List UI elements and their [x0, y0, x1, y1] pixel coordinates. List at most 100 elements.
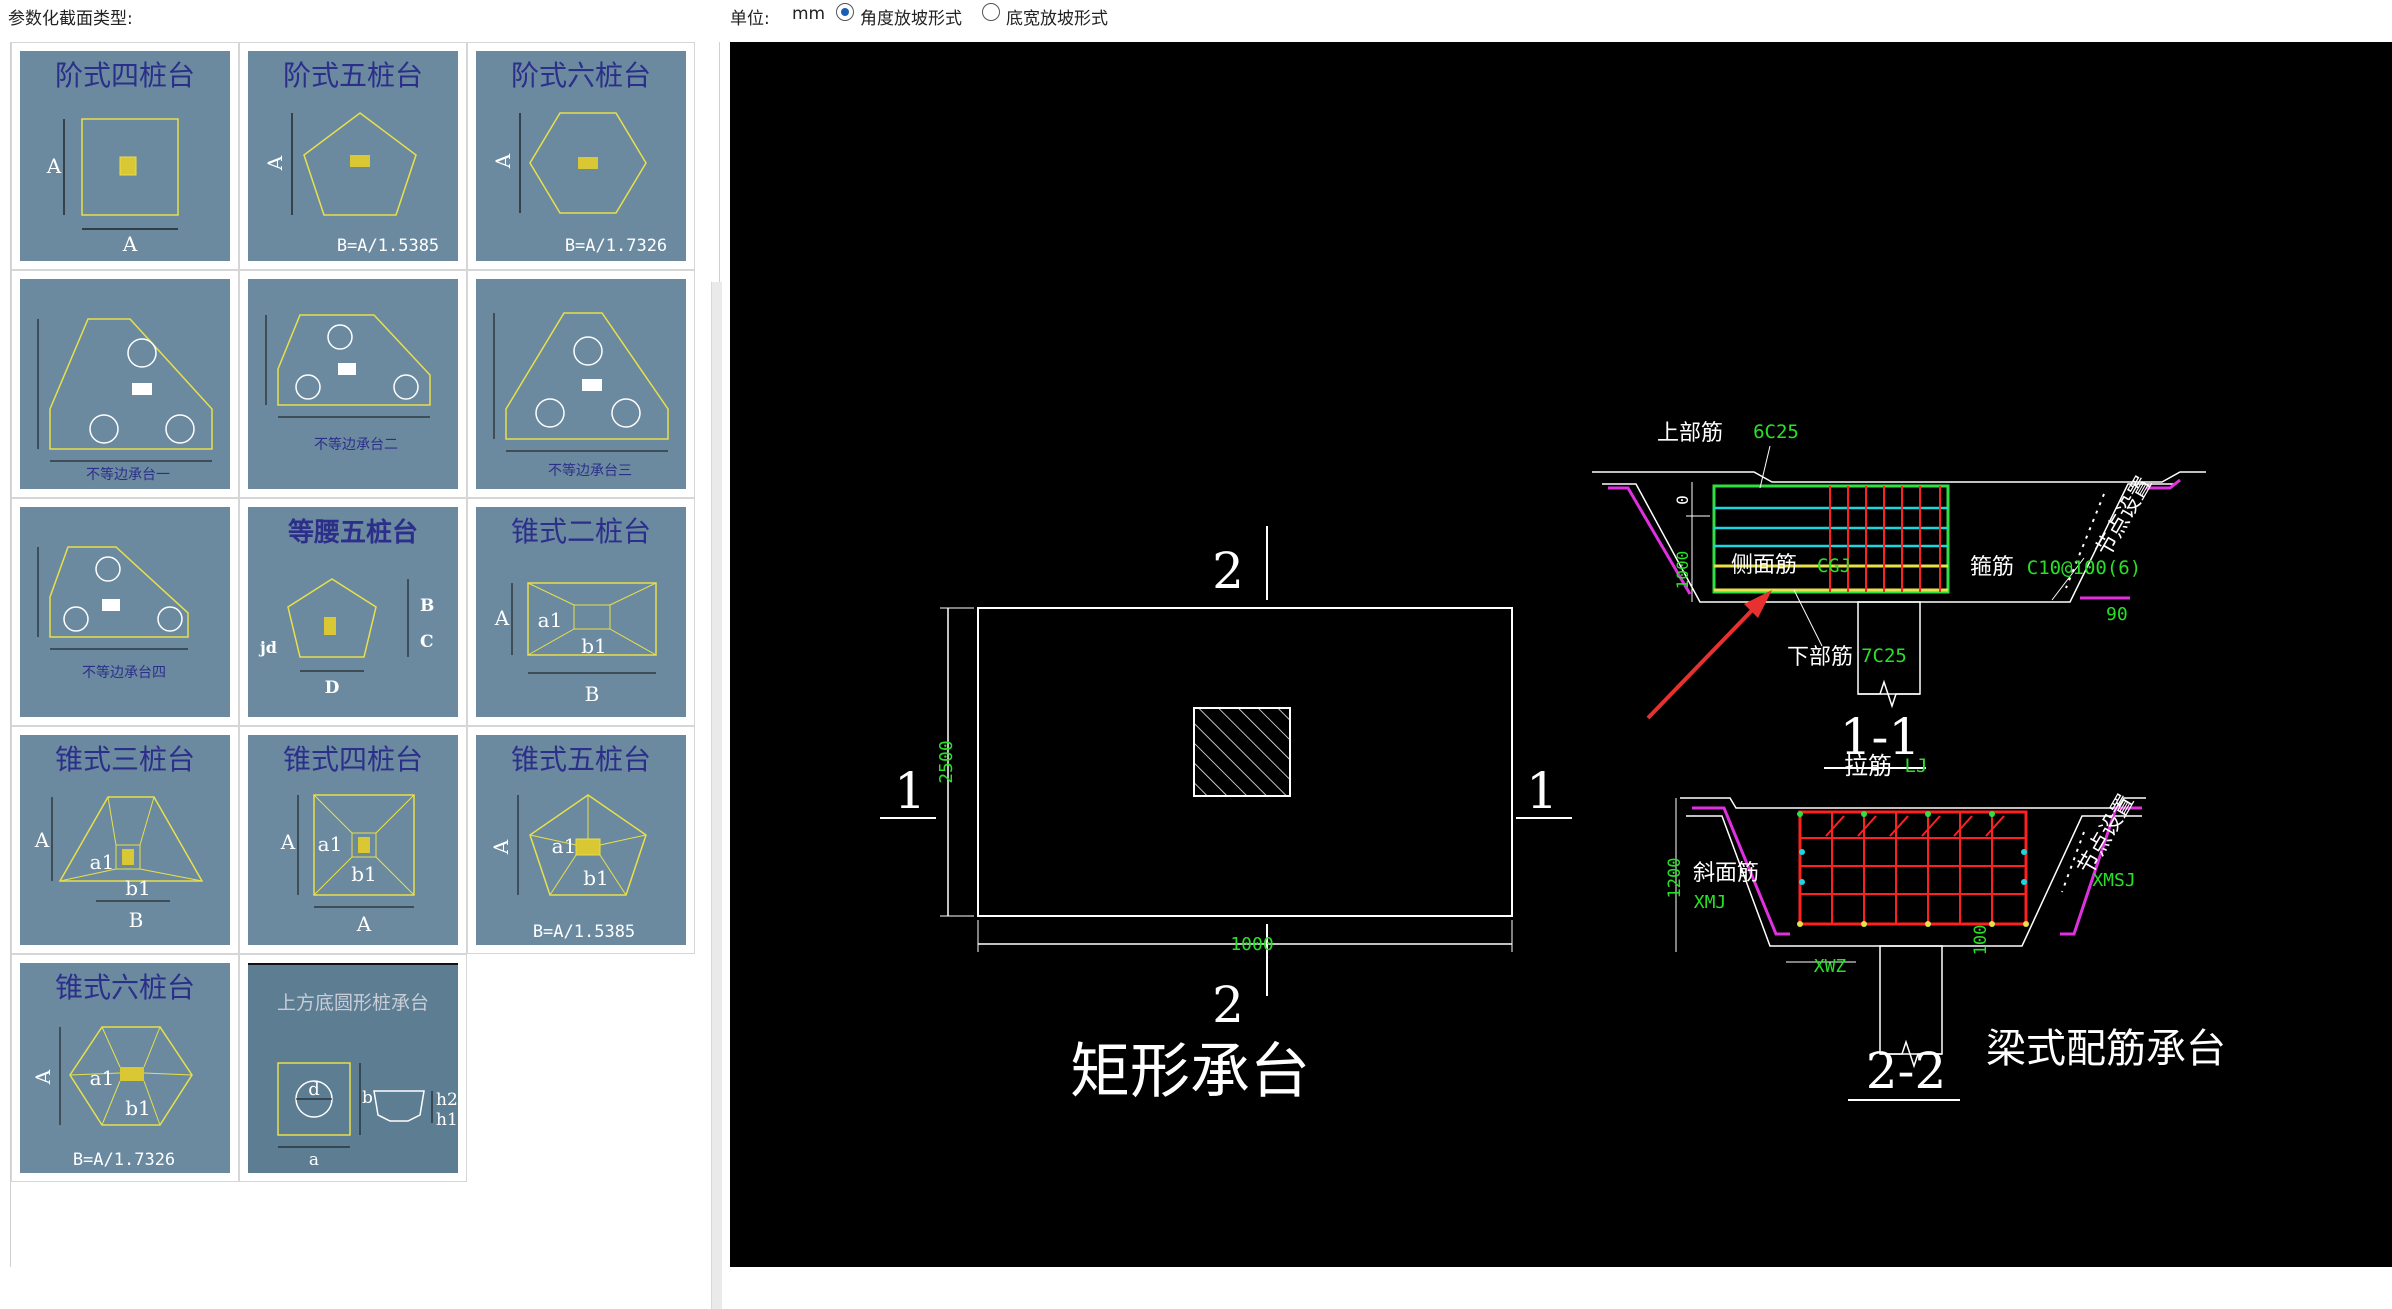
- sec11-side-rebar-label: 侧面筋: [1731, 553, 1797, 578]
- plan-column: [1193, 707, 1291, 797]
- radio-width-slope[interactable]: [982, 3, 1000, 21]
- cone3-a1-label: a1: [90, 850, 115, 874]
- sec22-tie-label: 拉筋: [1844, 752, 1892, 780]
- sec11-top-rebar-value: 6C25: [1753, 421, 1799, 443]
- uneq4-diagram: 不等边承台四: [37, 546, 189, 681]
- sec22-title: 2-2: [1866, 1042, 1947, 1100]
- sec22-dim-bottom: 100: [1971, 925, 1991, 956]
- step6-formula: B=A/1.7326: [565, 236, 667, 256]
- round-title: 上方底圆形桩承台: [277, 992, 429, 1014]
- uneq4-caption: 不等边承台四: [82, 664, 166, 681]
- plan-view: 2 2 1 1 2500 1000 矩形承台: [880, 526, 1572, 1107]
- cone5-a1-label: a1: [552, 834, 577, 858]
- toolbar: 参数化截面类型: 单位: mm 角度放坡形式 底宽放坡形式: [0, 0, 2392, 40]
- round-label-d: d: [308, 1079, 320, 1100]
- iso5-diagram: 等腰五桩台 B C D jd: [258, 517, 434, 698]
- cone5-formula: B=A/1.5385: [533, 922, 635, 942]
- sec11-side-rebar-value: CGJ: [1817, 555, 1851, 577]
- step4-diagram: 阶式四桩台 A A: [46, 59, 195, 256]
- gallery-item-cone5[interactable]: 锥式五桩台 A a1 b1 B=A/1.5385: [467, 726, 695, 954]
- round-diagram: 上方底圆形桩承台 d b a h2 h1: [248, 963, 458, 1170]
- iso5-label-d: D: [325, 678, 340, 698]
- cone6-formula: B=A/1.7326: [73, 1150, 175, 1170]
- uneq2-diagram: 不等边承台二: [265, 314, 431, 453]
- cone5-side-label: A: [489, 839, 513, 855]
- unit-value: mm: [792, 4, 826, 24]
- gallery-item-uneq2[interactable]: 不等边承台二: [239, 270, 467, 498]
- sec11-dim-zero: 0: [1673, 495, 1692, 505]
- sec22-slope-face-label: 斜面筋: [1693, 861, 1759, 886]
- pointer-arrow: [1646, 590, 1772, 720]
- iso5-label-c: C: [420, 632, 434, 652]
- sec11-title: 1-1: [1840, 708, 1921, 766]
- beam-cap-caption: 梁式配筋承台: [1986, 1026, 2226, 1072]
- cone6-a1-label: a1: [90, 1066, 115, 1090]
- sec11-stirrup-label: 箍筋: [1970, 555, 2014, 580]
- sec11-dim-left: 1000: [1673, 551, 1692, 590]
- sec22-xwz-value: XWZ: [1814, 956, 1847, 977]
- preview-canvas: 2 2 1 1 2500 1000 矩形承台: [730, 42, 2392, 1267]
- cone2-side-label: A: [494, 606, 510, 630]
- cone4-bottom-label: A: [356, 912, 372, 936]
- gallery-item-step5[interactable]: 阶式五桩台 A B=A/1.5385: [239, 42, 467, 270]
- section-type-gallery: 阶式四桩台 A A 阶式五桩台 A B=A/1.5385: [10, 42, 722, 1309]
- cone3-b1-label: b1: [125, 876, 151, 900]
- plan-section-mark-top: 2: [1212, 542, 1244, 600]
- gallery-item-round[interactable]: 上方底圆形桩承台 d b a h2 h1: [239, 954, 467, 1182]
- gallery-item-step4[interactable]: 阶式四桩台 A A: [11, 42, 239, 270]
- step5-formula: B=A/1.5385: [337, 236, 439, 256]
- cone4-title: 锥式四桩台: [283, 743, 423, 776]
- step6-side-label: A: [491, 153, 515, 169]
- gallery-item-uneq4[interactable]: 不等边承台四: [11, 498, 239, 726]
- radio-width-slope-label[interactable]: 底宽放坡形式: [1006, 9, 1108, 29]
- cone2-b1-label: b1: [581, 634, 607, 658]
- unit-label: 单位:: [730, 9, 770, 29]
- step4-side-label: A: [46, 154, 62, 178]
- gallery-item-uneq1[interactable]: 不等边承台一: [11, 270, 239, 498]
- iso5-title: 等腰五桩台: [288, 517, 418, 548]
- section-1-1: 上部筋 6C25 0 1000 侧面筋 CGJ 箍筋 C10@100(6) 下部…: [1592, 421, 2206, 769]
- sec11-top-rebar-label: 上部筋: [1657, 421, 1723, 446]
- step5-title: 阶式五桩台: [283, 59, 423, 92]
- round-label-h2: h2: [436, 1090, 458, 1110]
- radio-angle-slope-label[interactable]: 角度放坡形式: [860, 9, 962, 29]
- cone6-b1-label: b1: [125, 1096, 151, 1120]
- sec22-dim-left: 1200: [1665, 858, 1685, 899]
- cone4-b1-label: b1: [351, 862, 377, 886]
- cone3-side-label: A: [34, 828, 50, 852]
- cone3-diagram: 锥式三桩台 A a1 b1 B: [34, 743, 204, 932]
- uneq3-caption: 不等边承台三: [548, 462, 632, 479]
- step6-title: 阶式六桩台: [511, 59, 651, 92]
- round-label-b: b: [362, 1088, 373, 1108]
- cone4-a1-label: a1: [318, 832, 343, 856]
- cone5-title: 锥式五桩台: [511, 743, 651, 776]
- gallery-item-cone6[interactable]: 锥式六桩台 A a1 b1 B=A/1.7326: [11, 954, 239, 1182]
- gallery-item-uneq3[interactable]: 不等边承台三: [467, 270, 695, 498]
- gallery-item-iso5[interactable]: 等腰五桩台 B C D jd: [239, 498, 467, 726]
- step4-title: 阶式四桩台: [55, 59, 195, 92]
- uneq1-diagram: 不等边承台一: [37, 318, 213, 483]
- plan-title: 矩形承台: [1070, 1037, 1310, 1107]
- cone3-title: 锥式三桩台: [55, 743, 195, 776]
- plan-section-mark-right: 1: [1526, 762, 1558, 820]
- uneq1-caption: 不等边承台一: [86, 466, 170, 483]
- gallery-item-cone4[interactable]: 锥式四桩台 A a1 b1 A: [239, 726, 467, 954]
- cone2-a1-label: a1: [538, 608, 563, 632]
- gallery-item-cone2[interactable]: 锥式二桩台 A a1 b1 B: [467, 498, 695, 726]
- sec11-stirrup-value: C10@100(6): [2027, 557, 2141, 579]
- sec11-node-label: 节点设置: [2092, 472, 2158, 561]
- gallery-item-step6[interactable]: 阶式六桩台 A B=A/1.7326: [467, 42, 695, 270]
- step5-side-label: A: [263, 155, 287, 171]
- radio-angle-slope[interactable]: [836, 3, 854, 21]
- sec11-bottom-rebar-label: 下部筋: [1787, 645, 1853, 670]
- cone5-b1-label: b1: [583, 866, 609, 890]
- gallery-scrollbar[interactable]: [711, 282, 722, 1309]
- cone6-title: 锥式六桩台: [55, 971, 195, 1004]
- plan-section-mark-left: 1: [894, 762, 926, 820]
- round-label-a: a: [309, 1150, 319, 1170]
- step6-diagram: 阶式六桩台 A B=A/1.7326: [491, 59, 667, 256]
- iso5-label-b: B: [420, 596, 434, 616]
- uneq3-diagram: 不等边承台三: [493, 312, 669, 479]
- gallery-item-cone3[interactable]: 锥式三桩台 A a1 b1 B: [11, 726, 239, 954]
- round-label-h1: h1: [436, 1110, 458, 1130]
